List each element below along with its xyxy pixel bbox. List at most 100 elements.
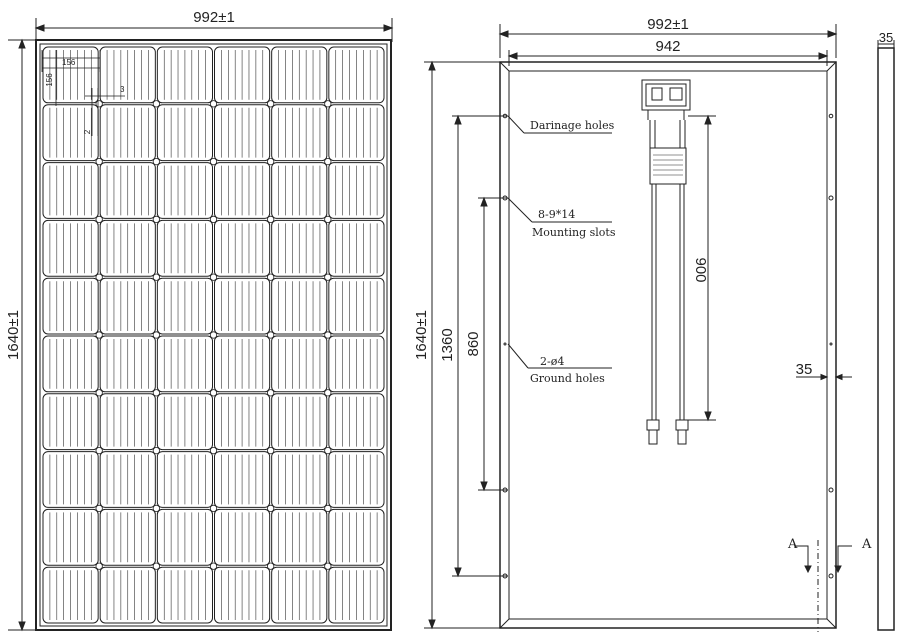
side-view: [878, 40, 894, 630]
solar-cell: [157, 163, 212, 219]
solar-cell: [215, 567, 270, 623]
cell-corner-gap: [324, 562, 332, 570]
cell-corner-gap: [209, 100, 218, 108]
cell-corner-gap: [324, 389, 332, 397]
solar-cell: [100, 452, 155, 508]
cell-corner-gap: [95, 215, 103, 223]
back-panel-frame: [500, 62, 836, 628]
cell-corner-gap: [152, 100, 160, 108]
front-panel-frame: [36, 40, 391, 630]
solar-cell: [215, 452, 270, 508]
cell-corner-gap: [95, 446, 103, 455]
cell-corner-gap: [95, 389, 103, 397]
cell-corner-gap: [209, 389, 218, 397]
mount-span-label: 1360: [439, 328, 456, 361]
solar-cell: [43, 394, 98, 450]
solar-cell: [157, 567, 212, 623]
solar-cell: [43, 452, 98, 508]
solar-cell: [329, 509, 384, 565]
back-height-label: 1640±1: [413, 310, 430, 360]
cell-corner-gap: [95, 273, 103, 281]
ground-holes-label: Ground holes: [530, 372, 605, 385]
cell-corner-gap: [152, 158, 160, 166]
solar-cell: [100, 567, 155, 623]
solar-cell: [272, 336, 327, 392]
solar-cell: [157, 509, 212, 565]
cell-corner-gap: [267, 100, 275, 108]
solar-cell: [329, 105, 384, 161]
cell-corner-gap: [324, 331, 332, 339]
solar-cell: [329, 220, 384, 276]
gap-v-label: 2: [83, 129, 92, 134]
solar-cell: [329, 336, 384, 392]
cell-corner-gap: [209, 446, 218, 455]
solar-cell: [157, 47, 212, 103]
solar-cell: [43, 47, 98, 103]
cell-corner-gap: [95, 562, 103, 570]
cell-corner-gap: [95, 331, 103, 339]
nameplate: [650, 148, 686, 184]
solar-cell: [272, 278, 327, 334]
solar-cell: [43, 336, 98, 392]
cell-dim-w-label: 156: [62, 58, 76, 67]
junction-box: [642, 80, 690, 120]
cell-corner-gap: [267, 389, 275, 397]
cell-dim-h-label: 156: [45, 73, 54, 87]
cell-corner-gap: [324, 273, 332, 281]
solar-cell: [272, 163, 327, 219]
cell-detail-dims: [42, 50, 125, 136]
solar-cell: [100, 163, 155, 219]
section-a-markers: [794, 540, 852, 632]
solar-cell: [157, 278, 212, 334]
solar-cell: [43, 278, 98, 334]
solar-cell: [329, 278, 384, 334]
solar-cell: [100, 47, 155, 103]
solar-cell: [215, 278, 270, 334]
ground-holes-spec: 2-ø4: [540, 355, 564, 368]
cell-corner-gap: [267, 562, 275, 570]
drainage-holes-label: Darinage holes: [530, 119, 615, 132]
section-a-left-label: A: [787, 537, 798, 552]
solar-cell: [329, 394, 384, 450]
solar-cell: [100, 336, 155, 392]
solar-cell: [329, 567, 384, 623]
solar-cell: [329, 452, 384, 508]
cell-corner-gap: [324, 446, 332, 455]
side-profile: [878, 48, 894, 630]
front-view: [8, 18, 392, 630]
solar-cell: [157, 394, 212, 450]
solar-cell: [215, 336, 270, 392]
solar-cell: [215, 105, 270, 161]
solar-cell: [157, 220, 212, 276]
cell-corner-gap: [152, 273, 160, 281]
solar-cell: [272, 394, 327, 450]
solar-cell: [43, 163, 98, 219]
solar-cell: [215, 394, 270, 450]
solar-cell: [43, 220, 98, 276]
cell-corner-gap: [209, 562, 218, 570]
solar-cell: [272, 509, 327, 565]
solar-cell-grid: [43, 47, 384, 623]
solar-cell: [329, 163, 384, 219]
gap-h-label: 3: [120, 85, 125, 94]
cell-corner-gap: [152, 446, 160, 455]
solar-cell: [100, 509, 155, 565]
mounting-slots-spec: 8-9*14: [538, 208, 575, 221]
cable-length-label: 900: [692, 257, 709, 282]
cell-corner-gap: [152, 215, 160, 223]
cell-corner-gap: [95, 504, 103, 512]
back-inner-width-label: 942: [655, 38, 680, 55]
cell-corner-gap: [209, 273, 218, 281]
solar-cell: [215, 509, 270, 565]
solar-cell: [272, 452, 327, 508]
cell-corner-gap: [324, 215, 332, 223]
solar-cell: [157, 452, 212, 508]
cell-corner-gap: [95, 158, 103, 166]
solar-cell: [100, 394, 155, 450]
solar-cell: [329, 47, 384, 103]
cell-corner-gap: [267, 158, 275, 166]
front-height-label: 1640±1: [5, 310, 22, 360]
mid-span-label: 860: [465, 331, 482, 356]
solar-cell: [215, 163, 270, 219]
cell-corner-gap: [267, 273, 275, 281]
